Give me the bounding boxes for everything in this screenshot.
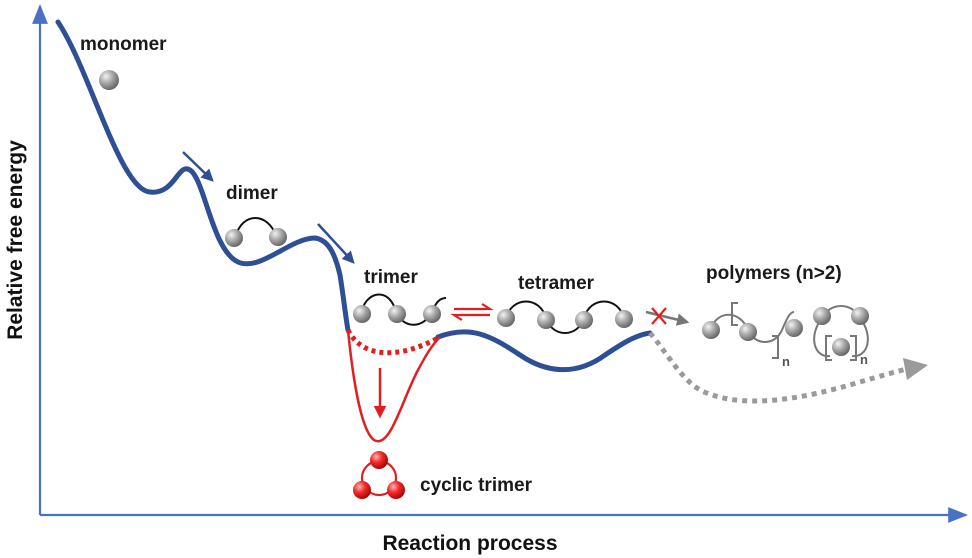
sphere-icon bbox=[225, 229, 243, 247]
tetramer-energy-path bbox=[435, 329, 653, 373]
label-monomer: monomer bbox=[80, 34, 167, 55]
tetramer-bond bbox=[505, 300, 625, 334]
label-trimer: trimer bbox=[364, 267, 418, 288]
arrow-icon bbox=[645, 310, 690, 326]
subscript-n: n bbox=[860, 352, 868, 367]
linear-polymer-icon bbox=[702, 302, 803, 359]
label-cyclic-trimer: cyclic trimer bbox=[420, 475, 533, 496]
arrow-icon bbox=[182, 151, 214, 182]
polymer-dotted-path bbox=[648, 331, 911, 404]
label-dimer: dimer bbox=[226, 183, 278, 204]
trimer-bond bbox=[361, 293, 447, 326]
x-axis-title: Reaction process bbox=[382, 532, 557, 555]
sphere-icon bbox=[353, 305, 371, 323]
sphere-icon bbox=[615, 310, 633, 328]
sphere-icon bbox=[575, 311, 593, 329]
cyclic-trimer-icon bbox=[353, 451, 405, 499]
polymer-arrow-icon bbox=[903, 358, 928, 380]
y-axis-title: Relative free energy bbox=[4, 140, 27, 340]
sphere-icon bbox=[269, 228, 287, 246]
sphere-icon bbox=[537, 311, 555, 329]
cyclic-polymer-icon bbox=[813, 305, 869, 361]
cyclic-well-path bbox=[346, 329, 441, 443]
sphere-icon bbox=[497, 309, 515, 327]
cyclic-barrier-dotted bbox=[345, 328, 442, 356]
cross-mark-icon bbox=[651, 307, 667, 325]
main-energy-path bbox=[55, 19, 351, 333]
sphere-icon bbox=[423, 305, 441, 323]
equilibrium-arrows-icon bbox=[450, 303, 494, 321]
label-polymers: polymers (n>2) bbox=[706, 263, 842, 284]
sphere-icon bbox=[388, 305, 406, 323]
sphere-icon bbox=[99, 70, 119, 90]
label-tetramer: tetramer bbox=[518, 273, 595, 294]
subscript-n: n bbox=[782, 354, 790, 369]
arrow-icon bbox=[317, 223, 355, 264]
